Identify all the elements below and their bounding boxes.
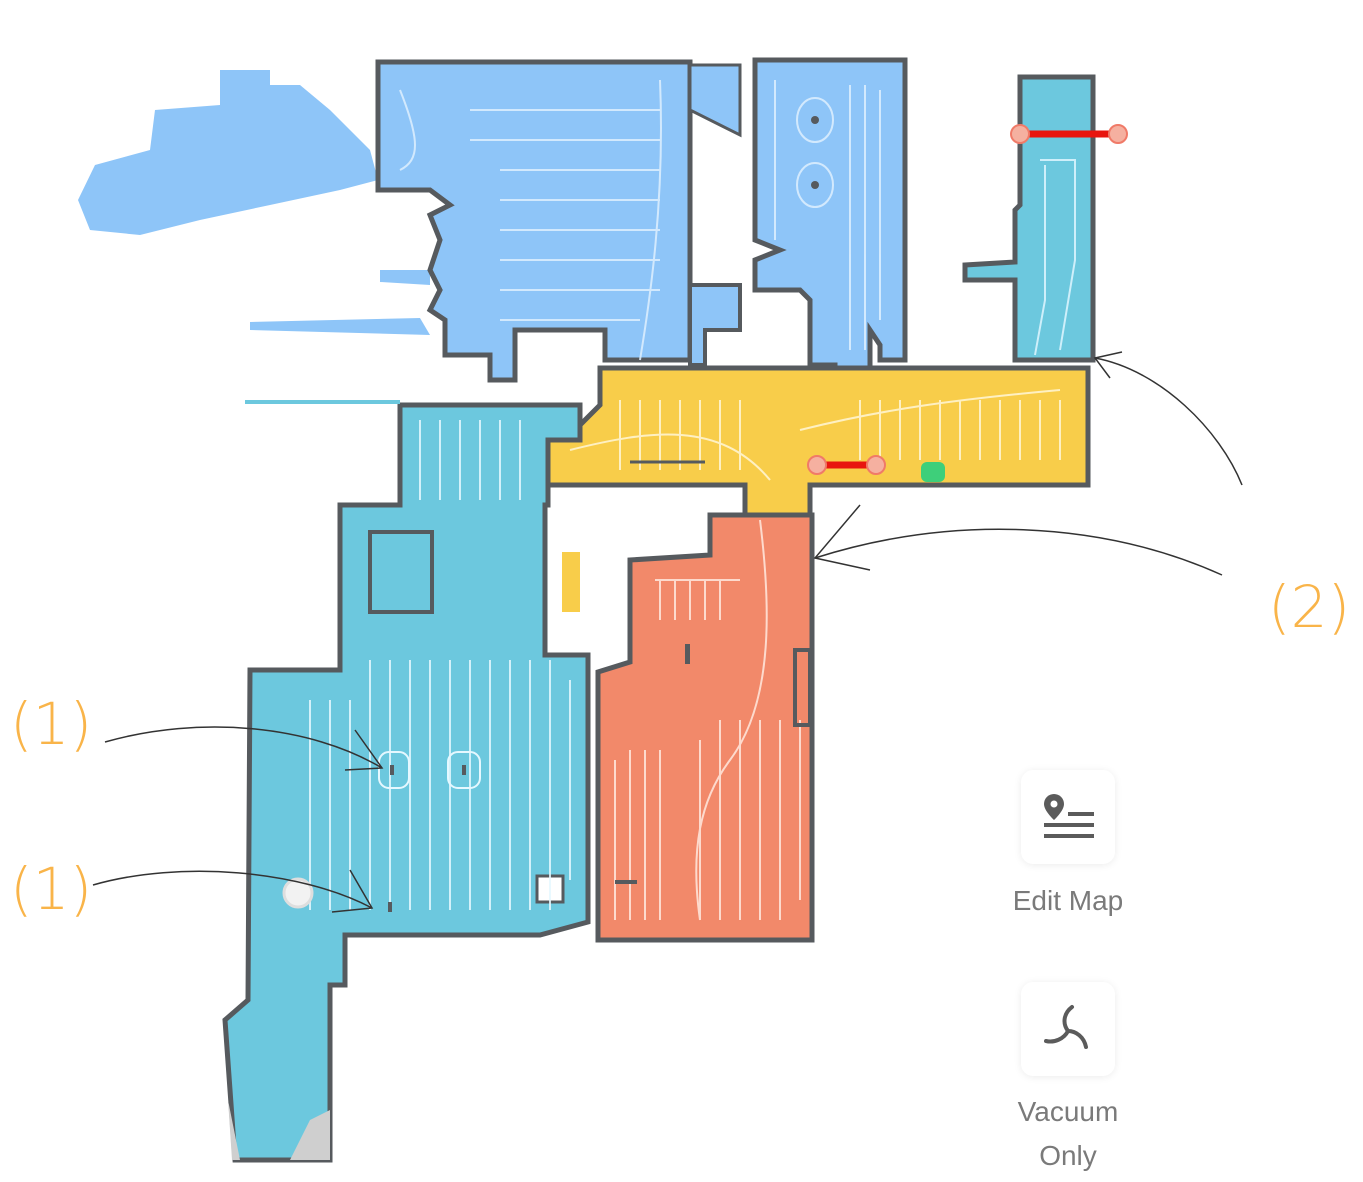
west-room[interactable]: [222, 400, 591, 1163]
annotation-label-1-top: (1): [10, 690, 93, 758]
edit-map-label: Edit Map: [1012, 885, 1124, 916]
annotation-label-2: (2): [1268, 573, 1351, 641]
annotation-arrows: [92, 351, 1243, 913]
robot-position-icon[interactable]: [282, 877, 314, 909]
vacuum-only-tile[interactable]: [1021, 982, 1115, 1076]
edit-map-tile[interactable]: [1021, 770, 1115, 864]
north-middle-room[interactable]: [752, 57, 908, 373]
annotation-label-1-bottom: (1): [10, 855, 93, 923]
fan-icon: [1044, 1005, 1088, 1049]
hallway[interactable]: [545, 365, 1091, 612]
vacuum-only-button[interactable]: Vacuum Only: [1008, 982, 1128, 1178]
location-list-icon: [1044, 794, 1094, 838]
no-go-line-north-east[interactable]: [1010, 124, 1128, 144]
south-room[interactable]: [595, 512, 815, 943]
charging-dock-icon[interactable]: [921, 462, 945, 482]
north-east-room[interactable]: [962, 74, 1096, 363]
north-west-room[interactable]: [78, 59, 742, 383]
edit-map-button[interactable]: Edit Map: [1008, 770, 1128, 924]
no-go-line-hallway[interactable]: [807, 455, 886, 475]
vacuum-only-label: Vacuum Only: [1017, 1096, 1119, 1171]
